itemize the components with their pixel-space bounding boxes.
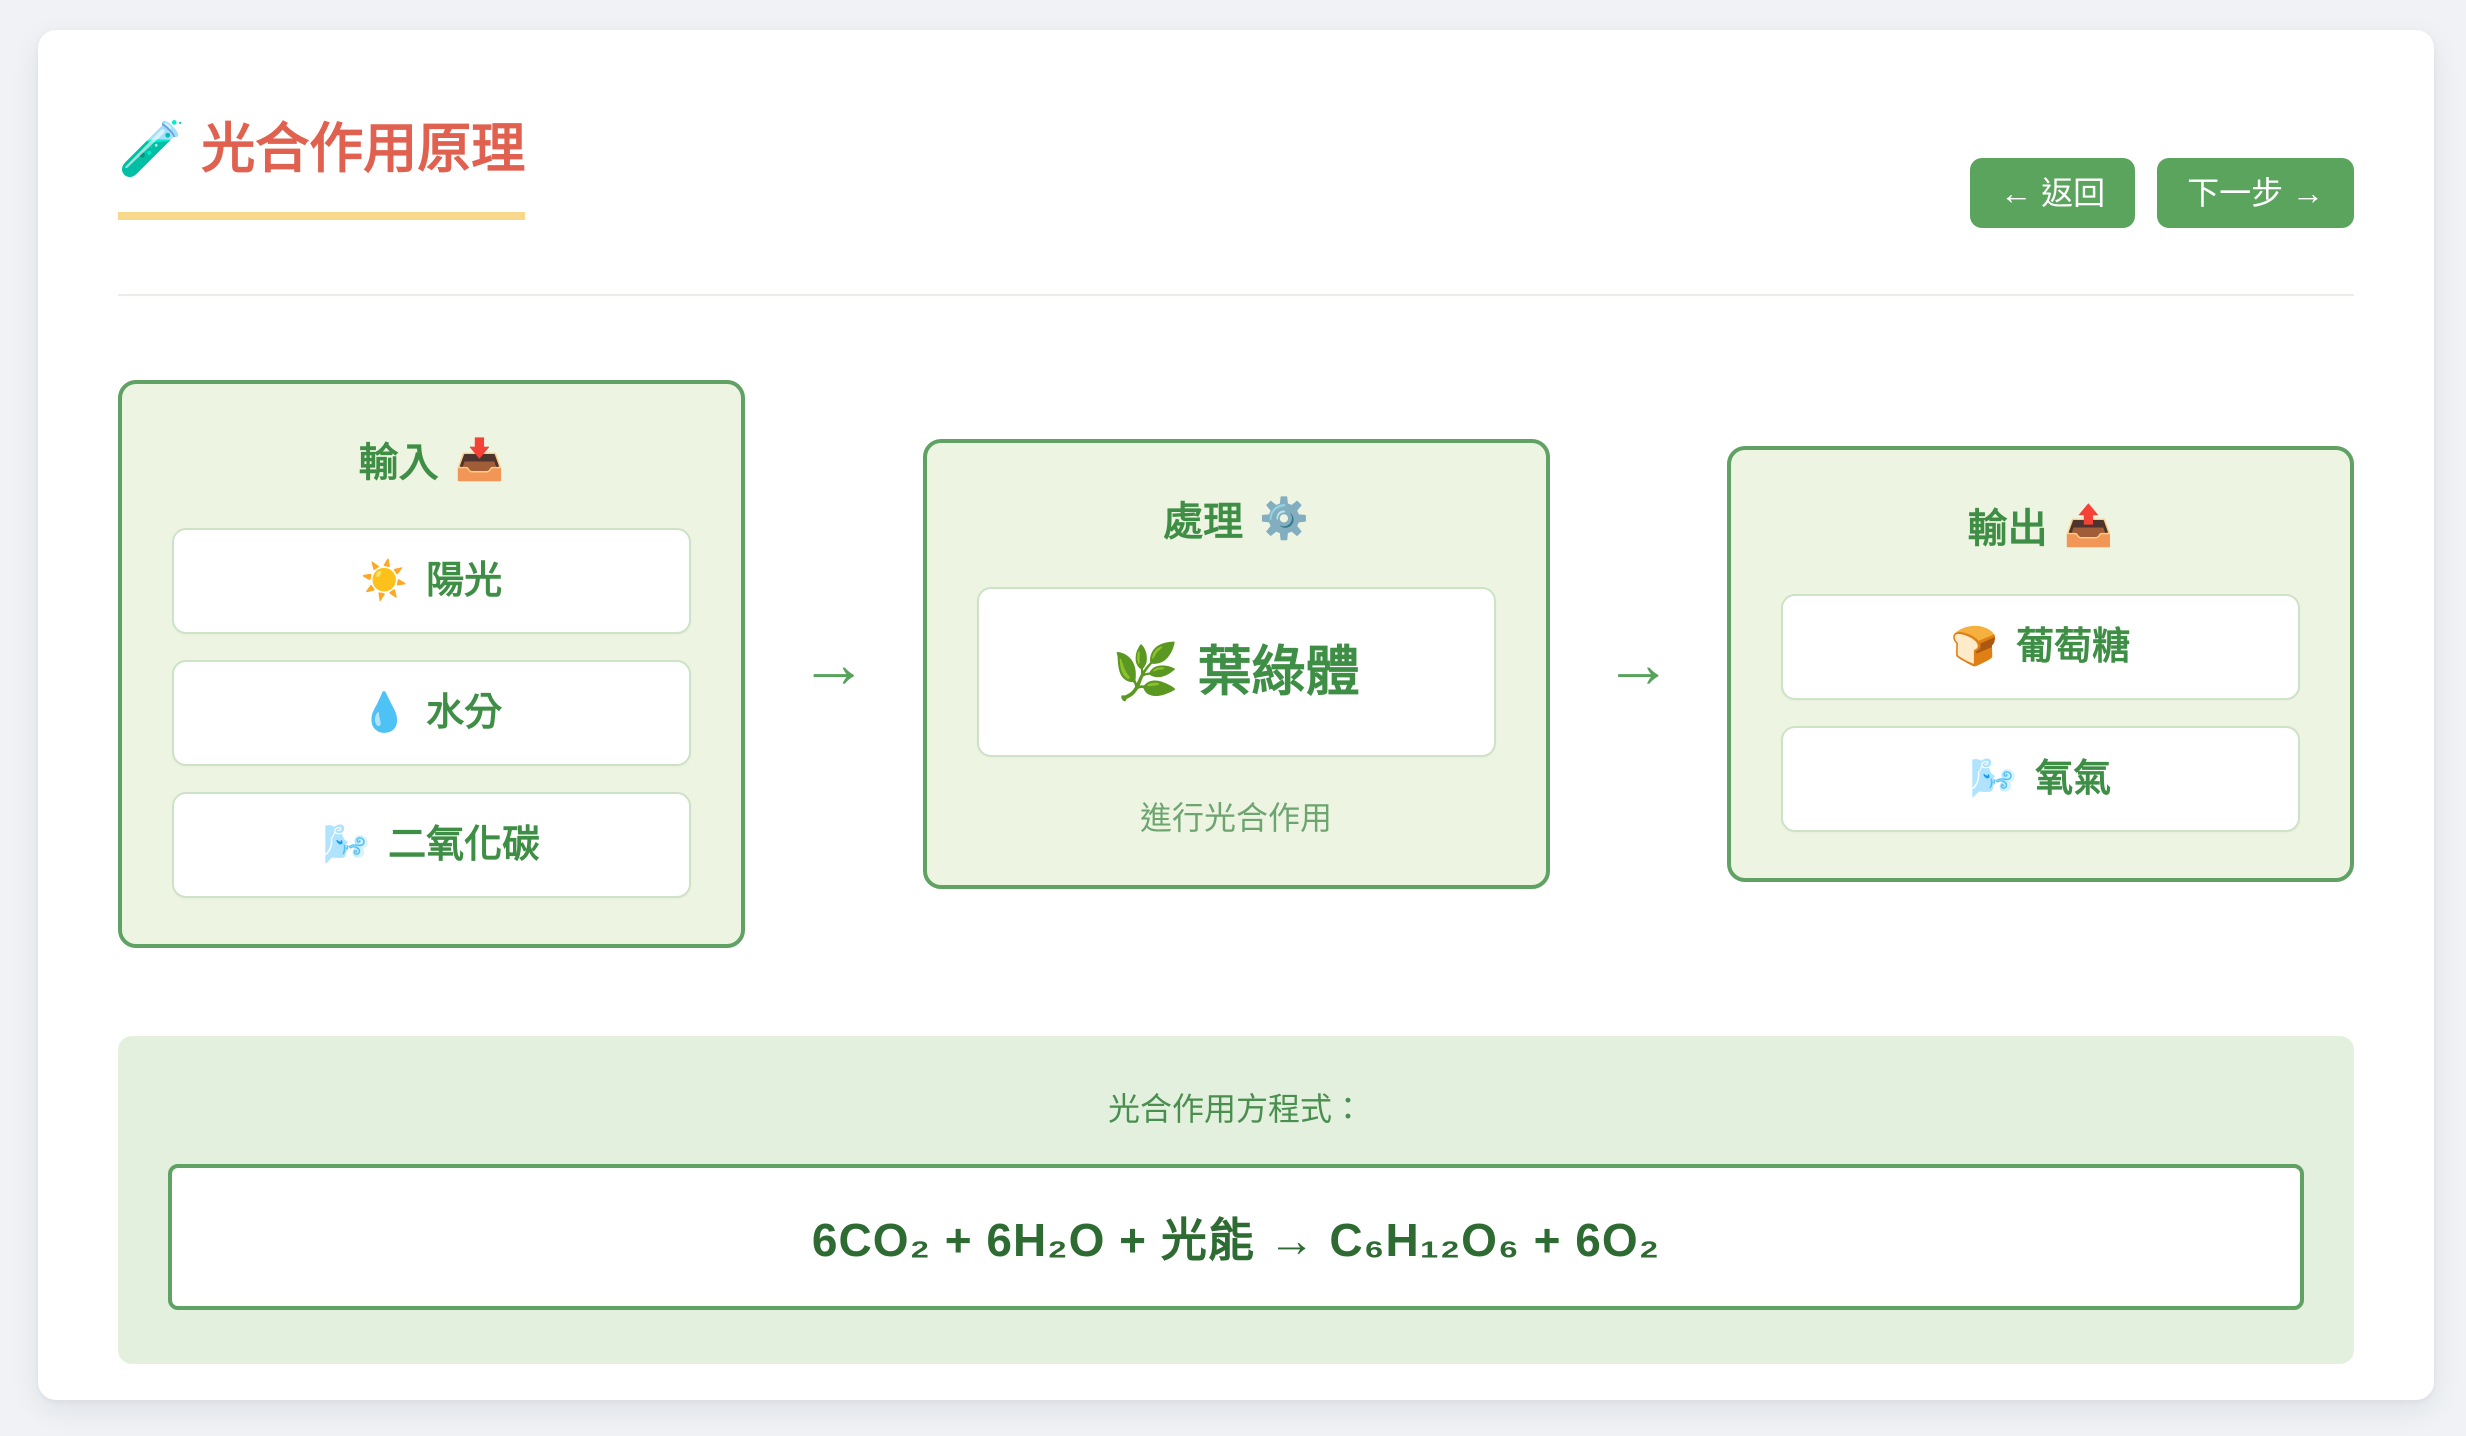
input-box: 輸入 📥 ☀️ 陽光 💧 水分 🌬️ 二氧化碳 bbox=[118, 380, 745, 948]
output-item-glucose-label: 葡萄糖 bbox=[2016, 626, 2131, 668]
inbox-tray-icon: 📥 bbox=[454, 437, 505, 482]
input-item-water: 💧 水分 bbox=[172, 660, 691, 766]
section-divider bbox=[118, 294, 2354, 296]
output-item-glucose: 🍞 葡萄糖 bbox=[1781, 594, 2300, 700]
gear-icon: ⚙️ bbox=[1259, 496, 1309, 541]
input-item-sunlight-label: 陽光 bbox=[426, 560, 503, 602]
equation-label: 光合作用方程式： bbox=[1107, 1091, 1364, 1127]
equation-box: 6CO₂ + 6H₂O + 光能 → C₆H₁₂O₆ + 6O₂ bbox=[168, 1164, 2304, 1310]
droplet-icon: 💧 bbox=[360, 692, 409, 734]
process-box-header: 處理 ⚙️ bbox=[977, 489, 1496, 547]
output-item-oxygen: 🌬️ 氧氣 bbox=[1781, 726, 2300, 832]
header: 🧪光合作用原理 ← 返回 下一步 → bbox=[118, 118, 2354, 228]
equation-section: 光合作用方程式： 6CO₂ + 6H₂O + 光能 → C₆H₁₂O₆ + 6O… bbox=[118, 1036, 2354, 1364]
process-header-text: 處理 bbox=[1163, 500, 1244, 544]
outbox-tray-icon: 📤 bbox=[2063, 503, 2114, 548]
nav-buttons: ← 返回 下一步 → bbox=[1970, 158, 2354, 228]
herb-icon: 🌿 bbox=[1112, 642, 1180, 702]
output-header-text: 輸出 bbox=[1967, 507, 2048, 551]
process-caption: 進行光合作用 bbox=[1139, 800, 1332, 836]
page-title-text: 光合作用原理 bbox=[201, 119, 526, 179]
photosynthesis-equation: 6CO₂ + 6H₂O + 光能 → C₆H₁₂O₆ + 6O₂ bbox=[811, 1214, 1661, 1266]
sun-icon: ☀️ bbox=[360, 560, 409, 602]
process-item-chloroplast: 🌿 葉綠體 bbox=[976, 587, 1496, 757]
process-box: 處理 ⚙️ 🌿 葉綠體 進行光合作用 bbox=[922, 439, 1550, 889]
flow-arrow-2: → bbox=[1604, 626, 1673, 702]
page-title: 🧪光合作用原理 bbox=[118, 118, 526, 221]
back-button[interactable]: ← 返回 bbox=[1970, 158, 2136, 228]
input-box-header: 輸入 📥 bbox=[172, 430, 691, 488]
input-item-co2: 🌬️ 二氧化碳 bbox=[172, 792, 691, 898]
flow-arrow-1: → bbox=[799, 626, 868, 702]
process-item-chloroplast-label: 葉綠體 bbox=[1197, 642, 1360, 702]
next-button[interactable]: 下一步 → bbox=[2157, 158, 2354, 228]
test-tube-icon: 🧪 bbox=[118, 119, 186, 179]
input-item-co2-label: 二氧化碳 bbox=[388, 824, 541, 866]
photosynthesis-flow-diagram: 輸入 📥 ☀️ 陽光 💧 水分 🌬️ 二氧化碳 → 處理 ⚙️ bbox=[118, 380, 2354, 948]
input-item-sunlight: ☀️ 陽光 bbox=[172, 528, 691, 634]
output-item-oxygen-label: 氧氣 bbox=[2035, 758, 2112, 800]
output-box-header: 輸出 📤 bbox=[1781, 496, 2300, 554]
input-item-water-label: 水分 bbox=[426, 692, 503, 734]
wind-face-icon: 🌬️ bbox=[322, 824, 371, 866]
output-box: 輸出 📤 🍞 葡萄糖 🌬️ 氧氣 bbox=[1727, 446, 2354, 882]
bread-icon: 🍞 bbox=[1950, 626, 1999, 668]
main-card: 🧪光合作用原理 ← 返回 下一步 → 輸入 📥 ☀️ 陽光 💧 水分 🌬️ bbox=[38, 30, 2434, 1400]
input-header-text: 輸入 bbox=[358, 441, 439, 485]
wind-face-icon: 🌬️ bbox=[1969, 758, 2018, 800]
